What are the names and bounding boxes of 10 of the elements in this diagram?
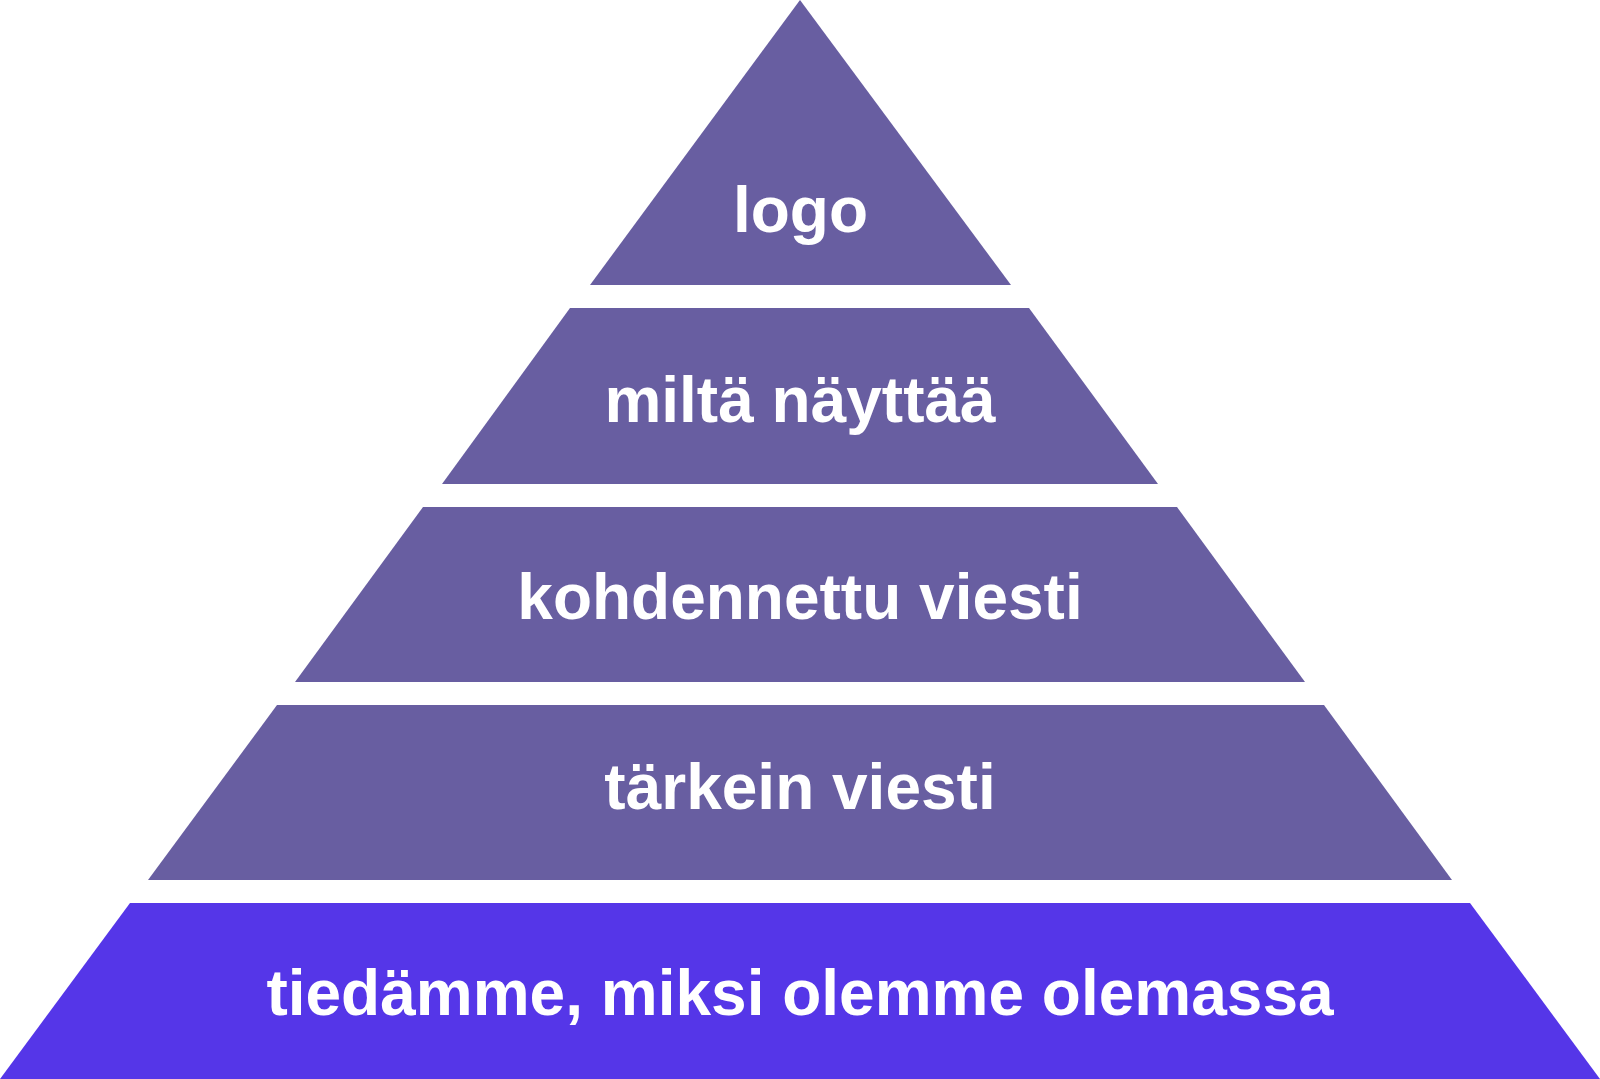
tier-label: tärkein viesti	[604, 751, 996, 823]
tier-label: kohdennettu viesti	[517, 561, 1083, 633]
pyramid-tier	[295, 507, 1305, 682]
pyramid-tier	[442, 308, 1158, 484]
tier-label: logo	[732, 174, 869, 246]
tier-label: tiedämme, miksi olemme olemassa	[266, 957, 1334, 1029]
pyramid-tier	[0, 903, 1600, 1079]
pyramid-tier	[148, 705, 1452, 880]
pyramid-apex	[590, 0, 1011, 285]
tier-label: miltä näyttää	[604, 364, 996, 436]
